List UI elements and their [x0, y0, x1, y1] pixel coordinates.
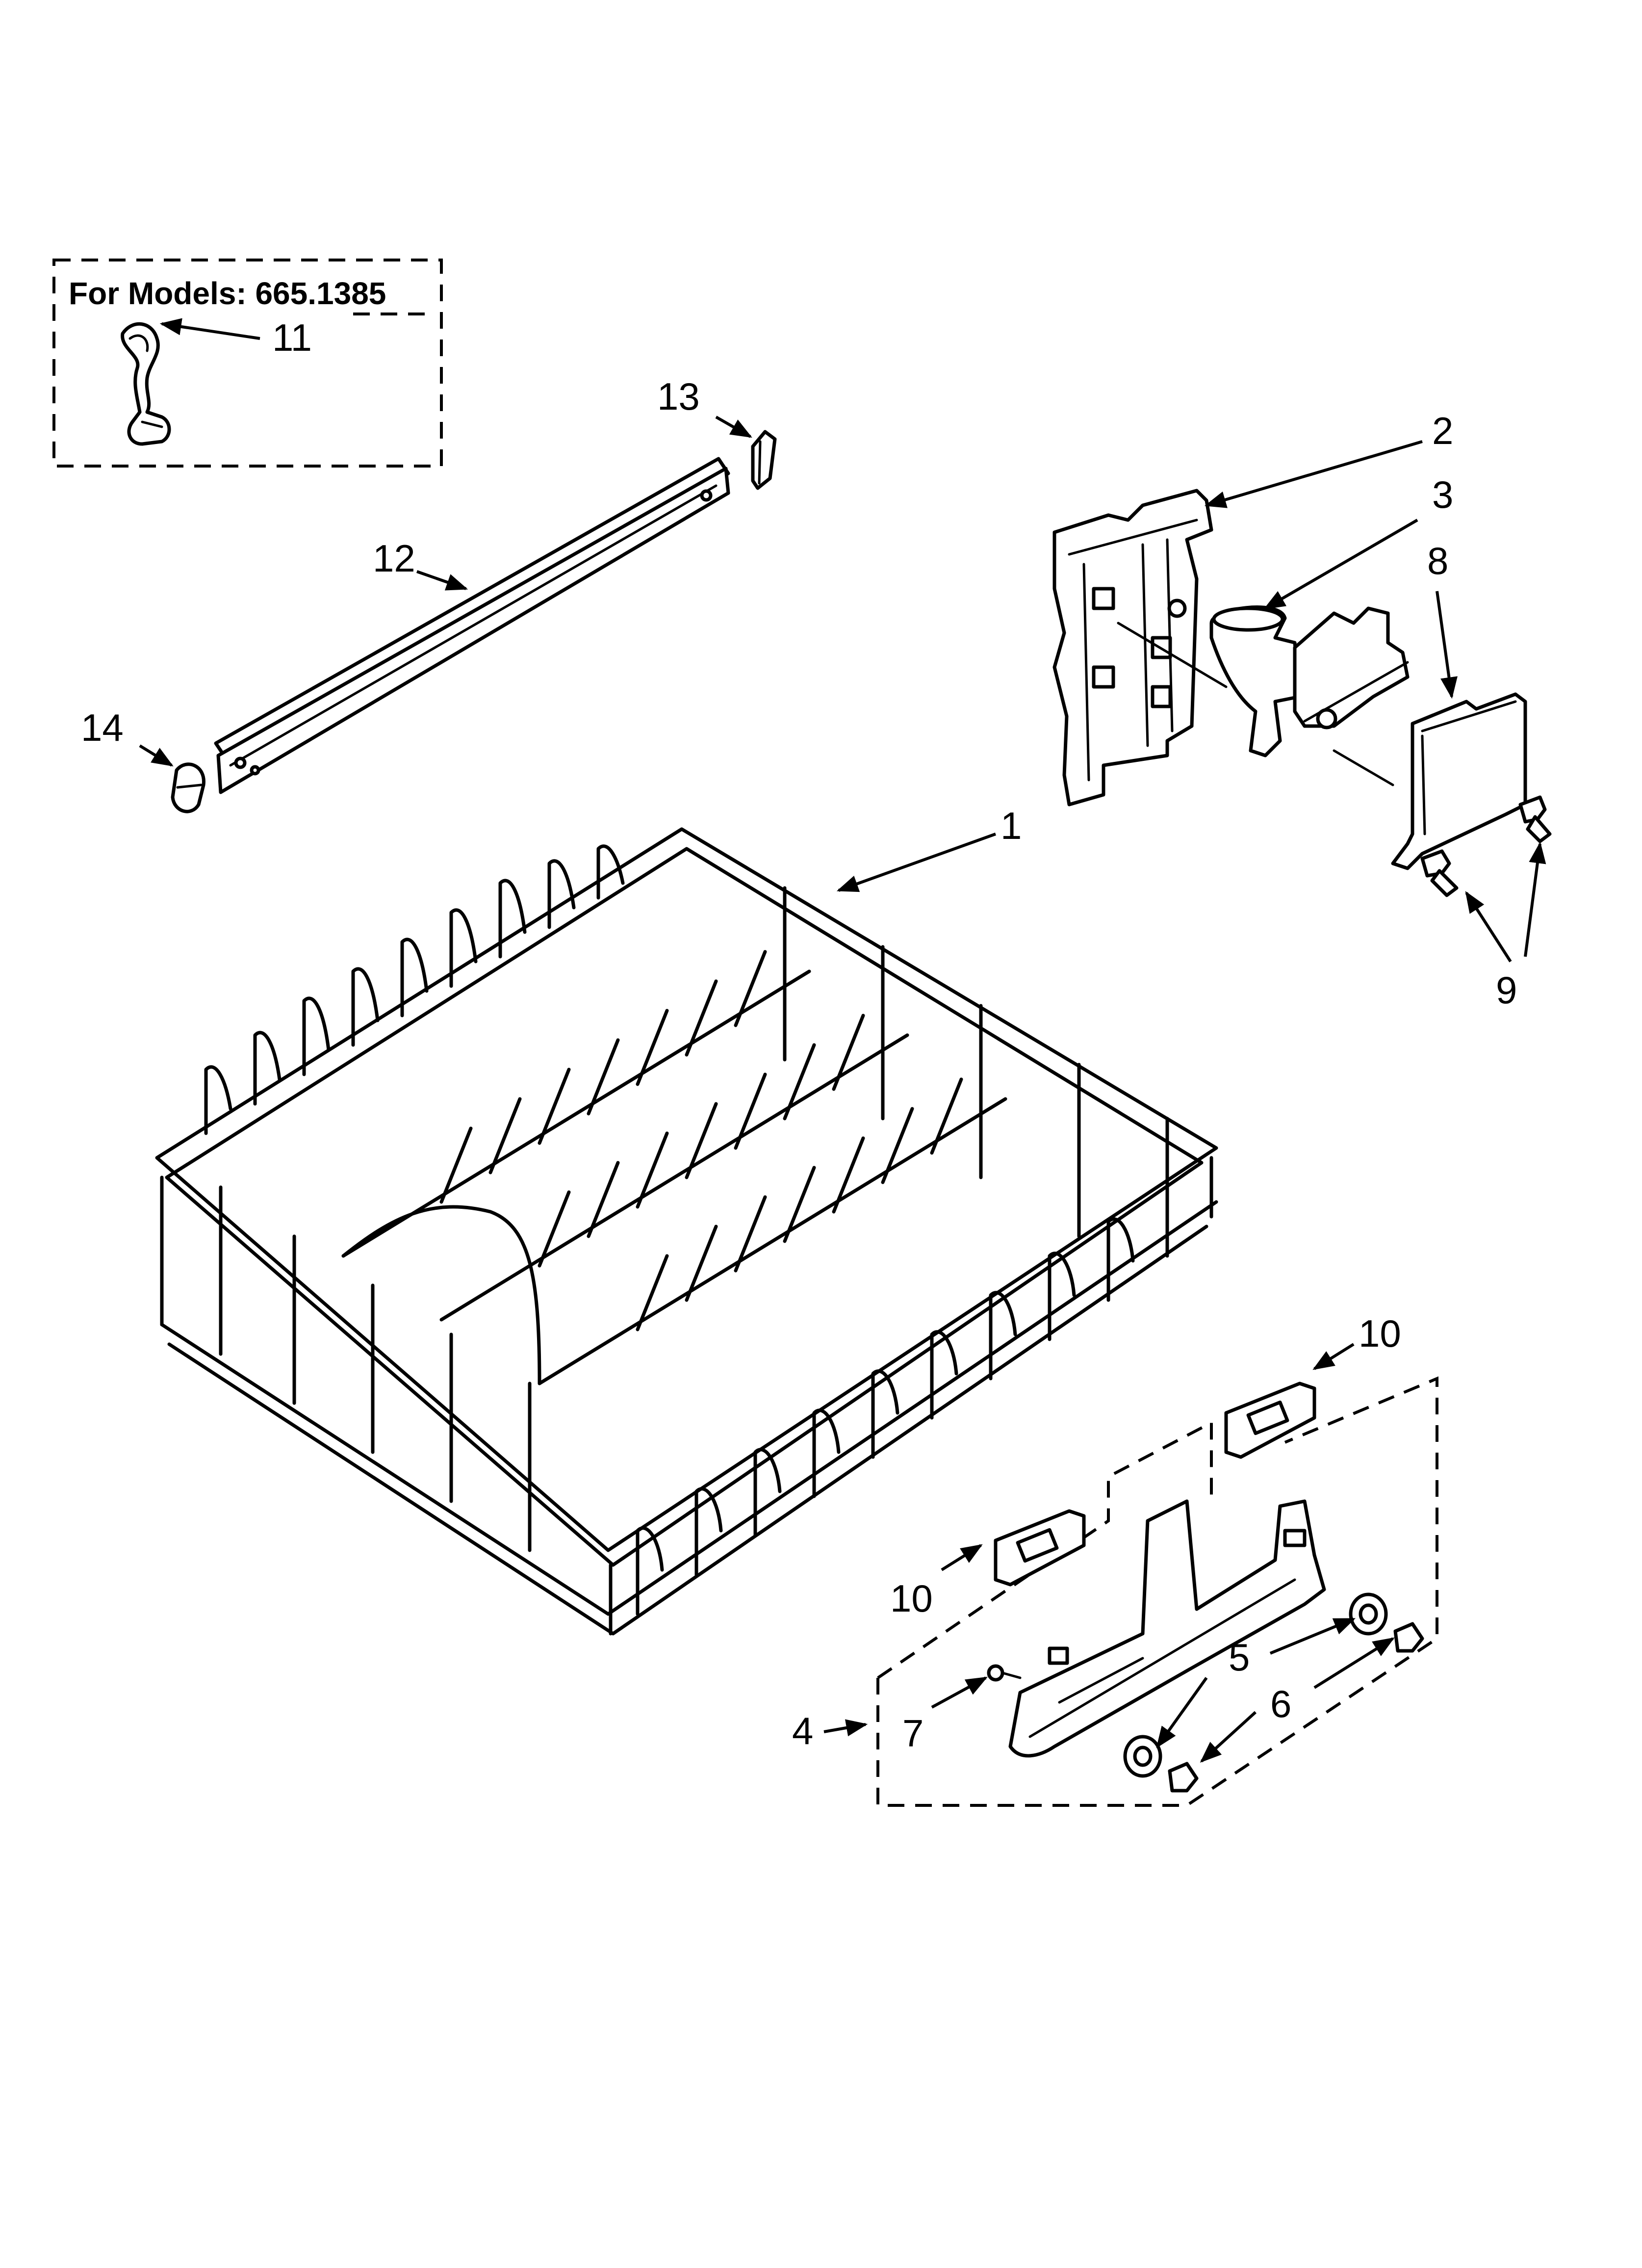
leader-9a	[1524, 841, 1546, 957]
leader-4	[823, 1719, 868, 1737]
leader-lines	[139, 318, 1546, 1763]
callout-5: 5	[1229, 1636, 1250, 1679]
part-5-wheels	[1123, 1592, 1388, 1778]
rack-left-wires	[219, 1185, 532, 1552]
part-8-cover	[1391, 692, 1527, 870]
callout-8: 8	[1427, 539, 1448, 582]
leader-10a	[1312, 1343, 1355, 1370]
callout-10a: 10	[1359, 1312, 1401, 1355]
leader-2	[1204, 440, 1423, 508]
part-13-end-cap	[751, 430, 777, 490]
rack-front-tines	[636, 1217, 1135, 1616]
model-box-border	[52, 259, 443, 468]
callout-1: 1	[1001, 804, 1022, 847]
callout-6: 6	[1270, 1682, 1291, 1725]
rack-right-wires	[783, 886, 1169, 1258]
rack-back-tines	[204, 844, 625, 1135]
part-14-stop	[171, 762, 205, 813]
part-1-upper-rack	[155, 827, 1218, 1636]
leader-5a	[1156, 1677, 1208, 1748]
callout-11: 11	[272, 316, 312, 359]
models-label: For Models: 665.1385	[69, 276, 386, 311]
leader-6a	[1200, 1711, 1257, 1763]
part-6-axles	[1168, 1622, 1424, 1793]
leader-6b	[1313, 1637, 1395, 1689]
leader-5b	[1269, 1617, 1356, 1655]
callout-labels: 11 13 12 14 1 2 3 8 9 10 10 4 7 5 6	[81, 316, 1517, 1755]
part-4-wheel-carrier-group	[876, 1376, 1438, 1807]
rack-interior-tines	[341, 950, 1007, 1385]
callout-12: 12	[373, 537, 415, 580]
part-10-clips	[994, 1382, 1316, 1587]
leader-10b	[941, 1544, 983, 1571]
part-9-screws	[1420, 795, 1552, 897]
leader-12	[416, 570, 468, 591]
part-7-pin	[987, 1664, 1022, 1682]
leader-11	[159, 318, 260, 340]
part-12-track	[214, 457, 730, 794]
leader-8	[1436, 591, 1458, 699]
leader-14	[139, 744, 174, 767]
part-3-lever	[1209, 605, 1410, 786]
callout-7: 7	[902, 1712, 924, 1755]
part-4-carrier	[1008, 1499, 1326, 1758]
callout-2: 2	[1432, 409, 1453, 452]
callout-9: 9	[1496, 968, 1517, 1012]
model-box: For Models: 665.1385	[52, 259, 443, 468]
callout-3: 3	[1432, 473, 1453, 516]
leader-1	[836, 833, 997, 892]
callout-13: 13	[657, 375, 700, 418]
part-2-adjuster-housing	[1052, 489, 1228, 807]
callout-4: 4	[792, 1709, 813, 1752]
leader-9b	[1465, 891, 1512, 963]
leader-7	[931, 1676, 988, 1709]
leader-3	[1263, 519, 1418, 610]
callout-10b: 10	[890, 1577, 933, 1620]
part-11-handle	[121, 322, 171, 446]
leader-13	[715, 416, 752, 438]
callout-14: 14	[81, 706, 124, 749]
